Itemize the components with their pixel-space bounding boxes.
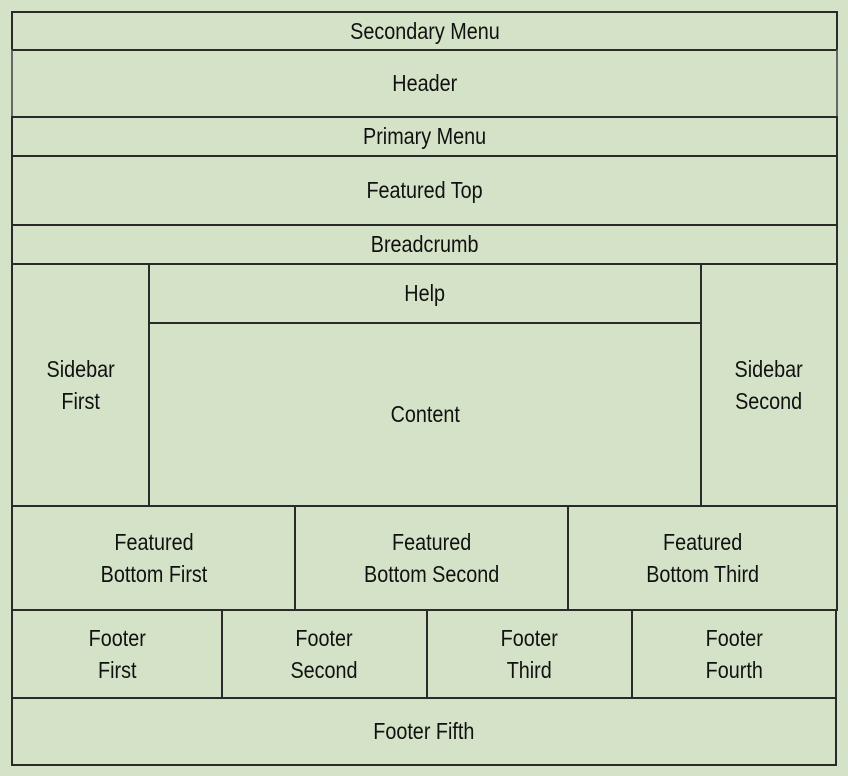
footer-second-region: Footer Second bbox=[221, 609, 428, 699]
sidebar-first-region: Sidebar First bbox=[11, 263, 150, 507]
help-label: Help bbox=[404, 280, 446, 307]
sidebar-first-label: Sidebar First bbox=[46, 355, 115, 414]
footer-first-label: Footer First bbox=[88, 624, 146, 683]
content-label: Content bbox=[390, 401, 460, 428]
secondary-menu-label: Secondary Menu bbox=[349, 17, 500, 44]
footer-second-label: Footer Second bbox=[290, 624, 359, 683]
content-region: Content bbox=[148, 322, 702, 507]
secondary-menu-region: Secondary Menu bbox=[11, 11, 838, 51]
featured-top-region: Featured Top bbox=[11, 155, 838, 226]
breadcrumb-label: Breadcrumb bbox=[370, 231, 479, 258]
sidebar-second-label: Sidebar Second bbox=[734, 355, 804, 414]
header-label: Header bbox=[392, 70, 457, 97]
featured-bottom-third-region: Featured Bottom Third bbox=[567, 505, 838, 611]
featured-bottom-first-region: Featured Bottom First bbox=[11, 505, 296, 611]
sidebar-second-region: Sidebar Second bbox=[700, 263, 838, 507]
primary-menu-label: Primary Menu bbox=[362, 123, 487, 150]
help-region: Help bbox=[148, 263, 702, 324]
footer-fourth-label: Footer Fourth bbox=[705, 624, 763, 683]
footer-fifth-region: Footer Fifth bbox=[11, 697, 837, 766]
footer-third-region: Footer Third bbox=[426, 609, 633, 699]
breadcrumb-region: Breadcrumb bbox=[11, 224, 838, 265]
featured-bottom-second-region: Featured Bottom Second bbox=[294, 505, 569, 611]
footer-fifth-label: Footer Fifth bbox=[373, 718, 475, 745]
featured-bottom-first-label: Featured Bottom First bbox=[100, 528, 207, 587]
primary-menu-region: Primary Menu bbox=[11, 116, 838, 157]
footer-fourth-region: Footer Fourth bbox=[631, 609, 837, 699]
featured-bottom-third-label: Featured Bottom Third bbox=[646, 528, 759, 587]
footer-third-label: Footer Third bbox=[500, 624, 559, 683]
featured-bottom-second-label: Featured Bottom Second bbox=[363, 528, 500, 587]
header-region: Header bbox=[11, 49, 838, 118]
featured-top-label: Featured Top bbox=[366, 177, 483, 204]
footer-first-region: Footer First bbox=[11, 609, 223, 699]
